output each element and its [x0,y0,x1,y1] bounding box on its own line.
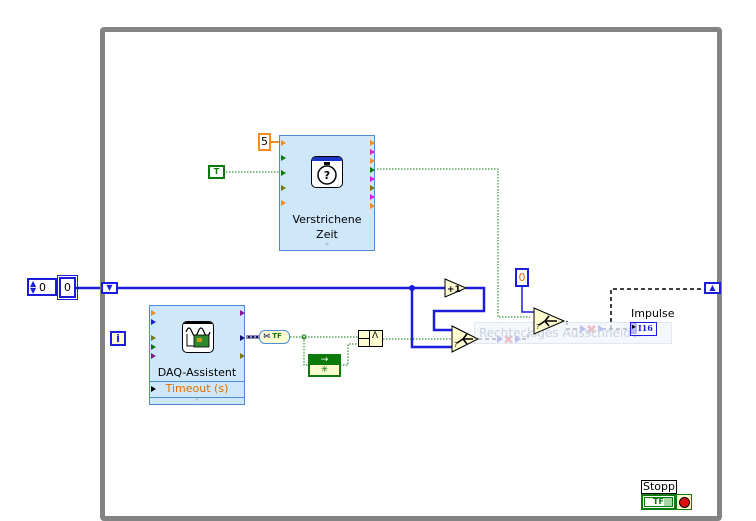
impulse-type: I16 [638,323,653,333]
input-terminal[interactable] [151,353,156,359]
input-terminal[interactable] [281,200,286,206]
timeout-input-label[interactable]: Timeout (s) [165,382,229,395]
select-node-1-front: ? [451,325,479,353]
timeout-terminal[interactable] [151,386,156,392]
stop-sign-icon [679,497,690,508]
and-symbol: Λ [372,331,379,341]
dynamic-data-icon: ⋈ [263,332,270,340]
wire-elapsed-to-select2[interactable] [377,168,530,318]
wire-zero-to-select2[interactable] [521,287,534,313]
broken-wire-to-shift-right[interactable] [610,288,704,329]
feedback-arrow-icon: → [310,356,339,365]
input-terminal[interactable] [281,140,286,146]
iteration-terminal[interactable]: i [110,331,126,346]
input-terminal[interactable] [151,310,156,316]
boolean-constant-value: T [213,167,220,176]
wire-convert-to-feedback[interactable] [303,337,309,366]
output-terminal[interactable] [370,158,375,164]
output-terminal[interactable] [370,149,375,155]
elapsed-time-node[interactable]: ? Verstrichene Zeit » [279,135,375,251]
wire-branch-to-select1[interactable] [410,288,452,349]
daq-card-icon [182,321,214,353]
numeric-control[interactable]: ▲▼ 0 [27,278,57,296]
input-terminal[interactable] [281,155,286,161]
convert-label: TF [272,332,282,340]
svg-text:?: ? [324,169,330,182]
input-terminal[interactable] [281,185,286,191]
output-terminal[interactable] [370,176,375,182]
increment-label: +1 [447,285,461,295]
elapsed-time-label-2: Zeit [316,228,338,241]
shift-register-left[interactable]: ▼ [101,282,118,294]
indicator-arrow-icon: ▸ [632,322,637,331]
impulse-label: Impulse [631,307,674,320]
increment-decrement-icon[interactable]: ▲▼ [30,279,37,295]
input-terminal[interactable] [151,319,156,325]
wire-bool-junction [301,334,307,340]
input-terminal[interactable] [151,344,156,350]
numeric-control-value: 0 [39,281,46,294]
wire-feedback-to-and[interactable] [340,343,358,366]
boolean-constant[interactable]: T [208,165,225,179]
zero-constant-value: 0 [518,271,526,284]
elapsed-time-label: Verstrichene [292,213,362,226]
and-node[interactable]: Λ [358,330,383,347]
output-terminal[interactable] [370,167,375,173]
iteration-terminal-label: i [116,332,120,345]
input-terminal[interactable] [281,170,286,176]
stop-type: TF [653,497,664,506]
stop-label-text: Stopp [643,480,675,493]
impulse-label-text: Impulse [631,307,675,320]
feedback-node[interactable]: → ✳ [308,354,341,377]
shift-down-icon: ▼ [106,283,113,292]
svg-text:?: ? [454,341,458,349]
impulse-indicator[interactable]: ▸ I16 [630,322,657,336]
output-terminal[interactable] [240,310,245,316]
increment-node[interactable]: +1 [444,278,468,298]
output-terminal[interactable] [370,194,375,200]
stopwatch-icon: ? [311,156,343,188]
stop-button-terminal[interactable]: TF [641,494,676,510]
tool-hint-text: Rechteckiges Ausschneiden [479,326,646,340]
output-terminal[interactable] [240,353,245,359]
daq-assistant-node[interactable]: DAQ-Assistent Timeout (s) » [149,305,245,405]
expand-chevron-icon[interactable]: » [194,395,200,403]
while-loop-frame[interactable] [100,27,722,521]
initial-value-constant[interactable]: 0 [57,275,78,300]
initializer-icon: ✳ [320,365,329,375]
output-terminal[interactable] [370,185,375,191]
select-false-constant[interactable]: 0 [515,268,529,287]
expand-chevron-icon[interactable]: » [324,240,330,248]
wire-constant-5 [271,141,280,143]
stop-label: Stopp [641,480,677,494]
select-node-2[interactable]: ? [533,307,565,335]
tool-hint-label: Rechteckiges Ausschneiden [474,322,672,344]
output-terminal[interactable] [370,140,375,146]
target-time-constant[interactable]: 5 [258,133,271,151]
target-time-value: 5 [261,135,268,148]
daq-assistant-label: DAQ-Assistent [157,366,237,379]
output-terminal[interactable] [370,203,375,209]
convert-from-dynamic-data[interactable]: ⋈ TF [259,330,290,344]
loop-condition-terminal[interactable] [676,494,692,510]
select-symbol: ? [536,323,540,331]
shift-up-icon: ▲ [709,283,716,292]
output-terminal[interactable] [240,335,245,341]
input-terminal[interactable] [151,335,156,341]
wire-increment-feedback[interactable] [432,286,486,332]
shift-register-right[interactable]: ▲ [704,282,721,294]
initial-value-text: 0 [64,281,71,294]
